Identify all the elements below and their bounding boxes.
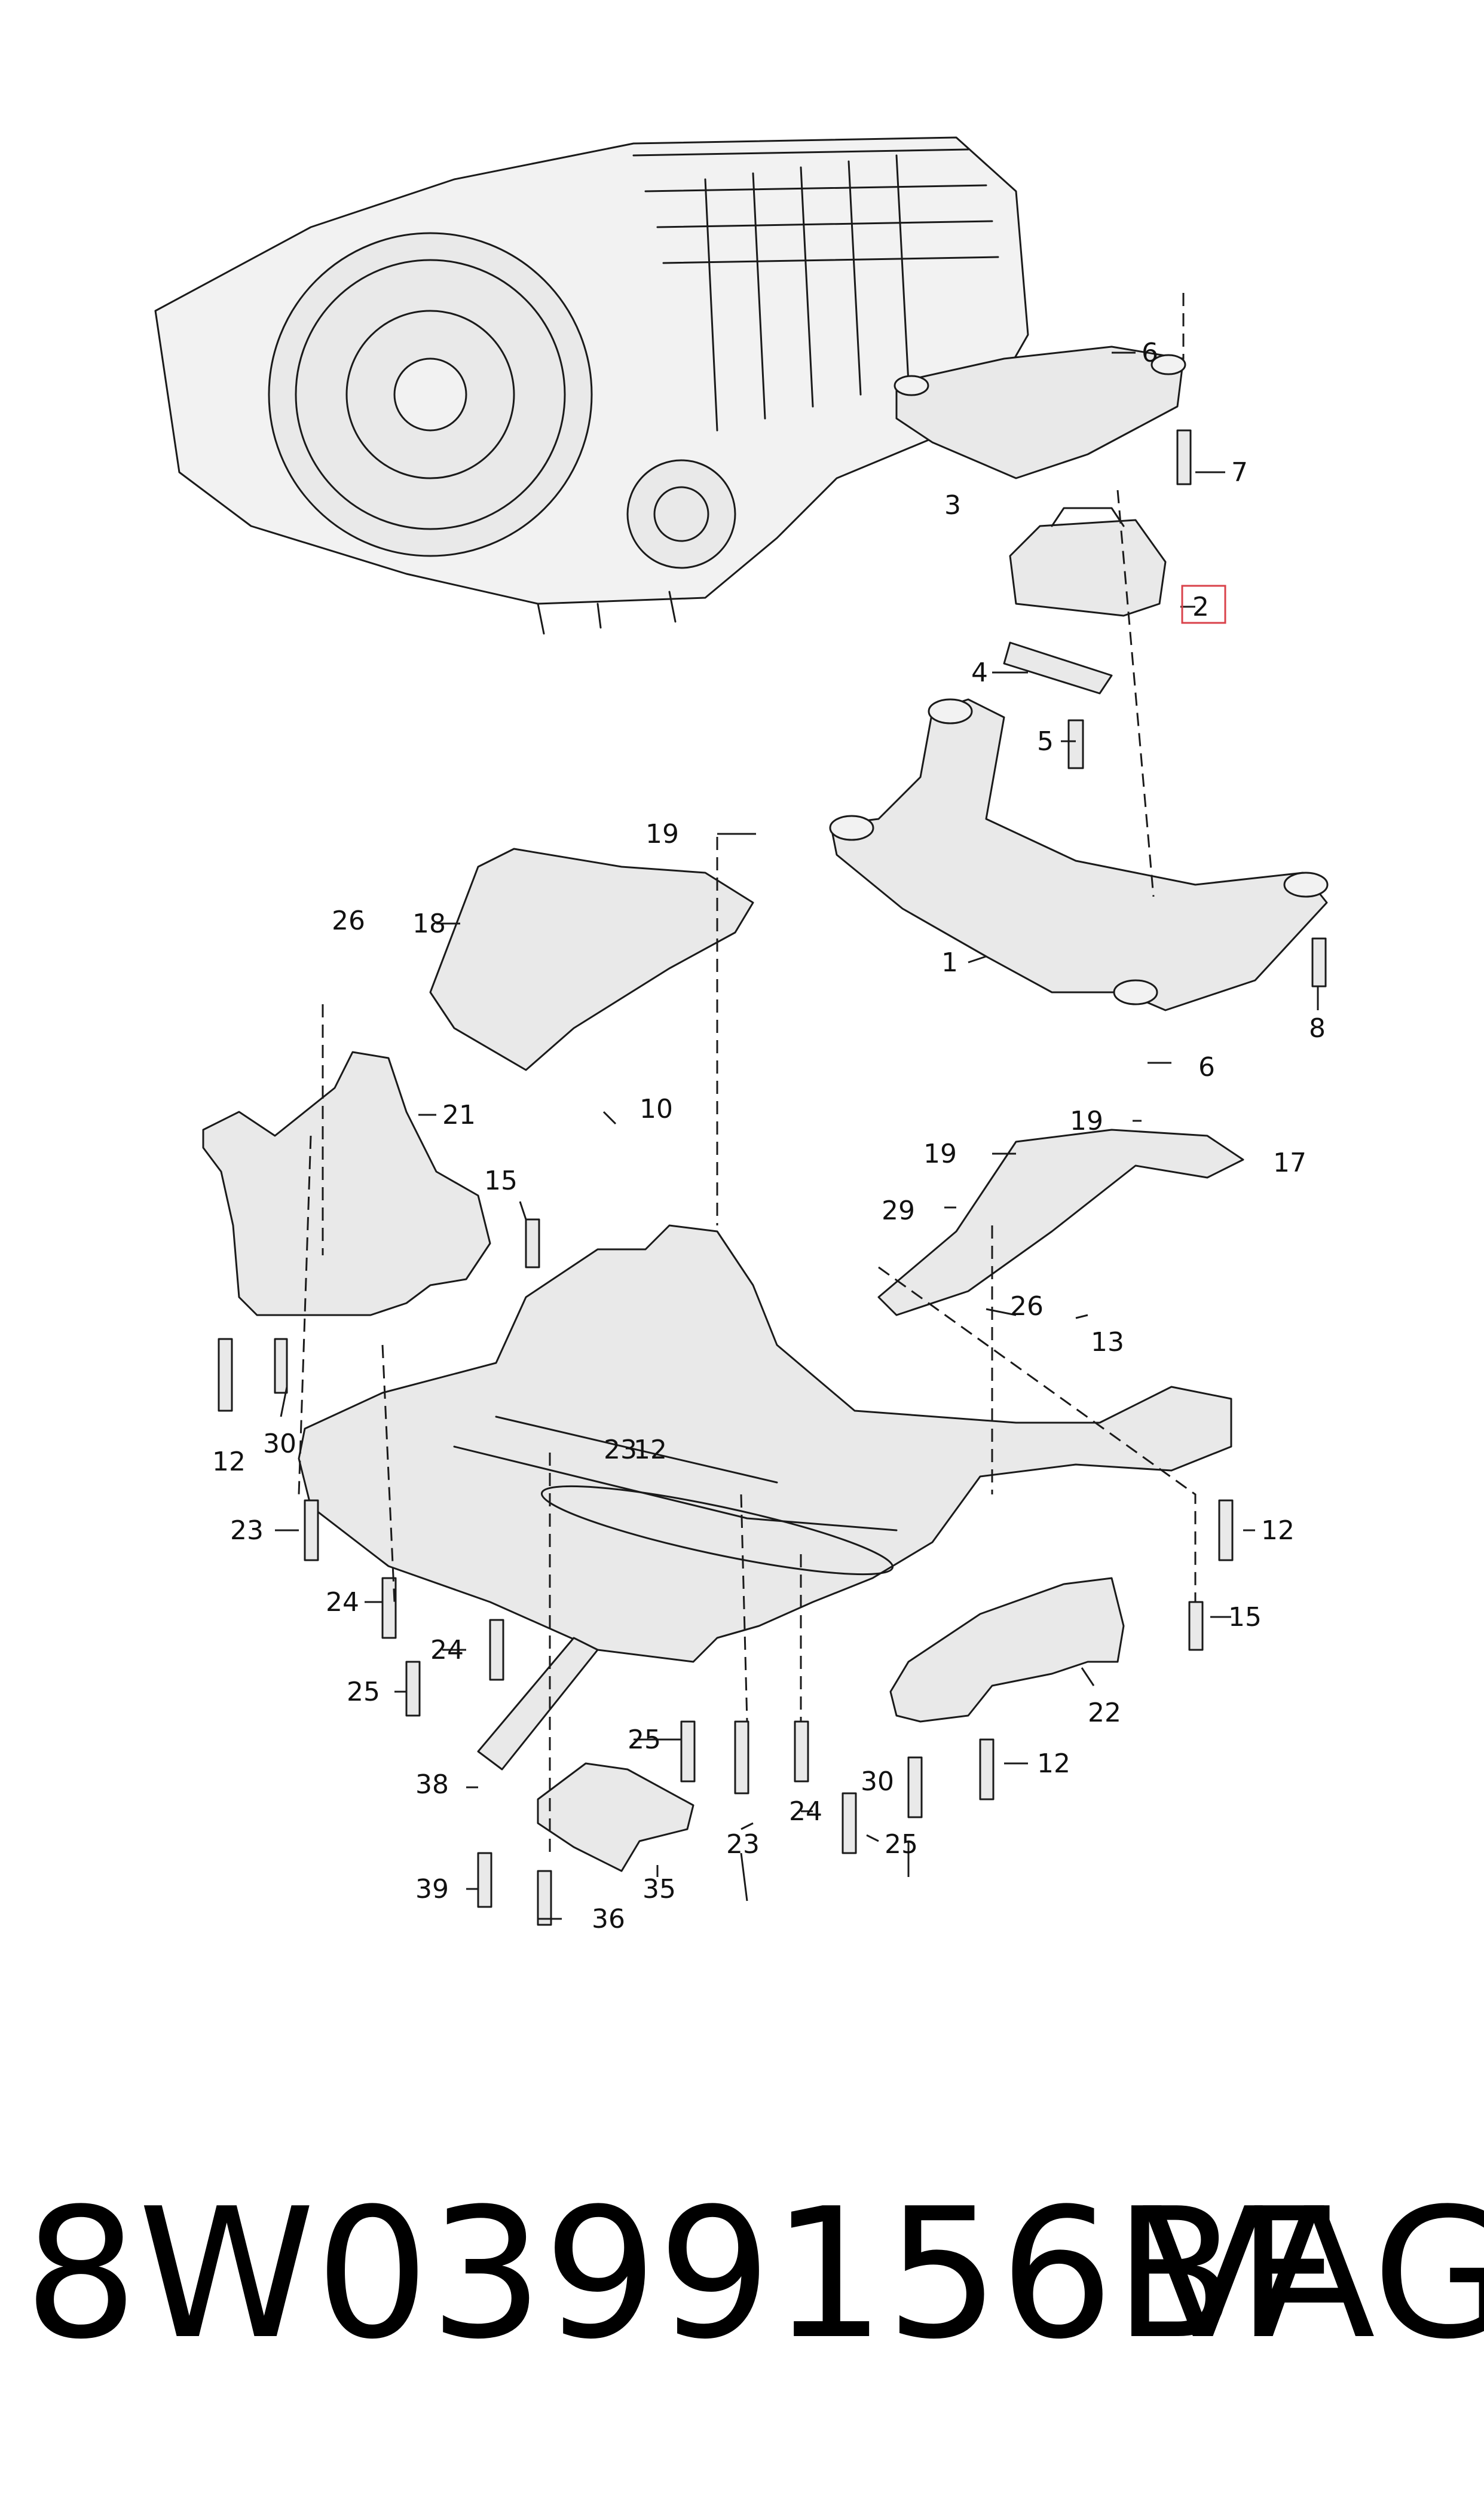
callout-5: 5 — [1037, 726, 1054, 757]
callout-12a: 12 — [212, 1447, 246, 1477]
part-21-bracket — [202, 1051, 491, 1316]
callout-3: 3 — [944, 490, 961, 521]
part-38-strut — [477, 1637, 599, 1771]
transmission-illustration — [154, 136, 1029, 635]
callout-21: 21 — [442, 1100, 476, 1130]
callout-6a: 6 — [1142, 338, 1158, 368]
callout-17: 17 — [1273, 1148, 1306, 1178]
callout-labels: 1 2 3 4 5 6 6 7 8 10 12 12 12 12 13 15 1… — [212, 338, 1326, 1934]
part-22-bracket — [889, 1577, 1125, 1723]
callout-26b: 26 — [1010, 1291, 1044, 1322]
part-1-subframe — [829, 698, 1329, 1011]
assembly-guide-lines — [298, 293, 1197, 1853]
callout-22: 22 — [1088, 1698, 1121, 1728]
part-4-plate — [1003, 641, 1113, 695]
callout-15a: 15 — [484, 1166, 518, 1196]
part-35-plate — [537, 1762, 694, 1872]
callout-19a: 19 — [645, 819, 679, 849]
callout-15b: 15 — [1228, 1602, 1262, 1633]
callout-7: 7 — [1231, 457, 1248, 488]
part-3-mount-bracket — [894, 346, 1186, 479]
callout-12d: 12 — [634, 1435, 667, 1465]
callout-25a: 25 — [347, 1677, 380, 1707]
callout-39: 39 — [415, 1874, 449, 1904]
part-17-heat-shield — [877, 1129, 1244, 1316]
callout-26a: 26 — [332, 906, 365, 936]
callout-18: 18 — [412, 909, 446, 939]
callout-13: 13 — [1091, 1327, 1124, 1358]
callout-19b: 19 — [923, 1139, 957, 1169]
part-5-bolt — [1067, 719, 1084, 769]
callout-12b: 12 — [1261, 1515, 1295, 1546]
callout-24a: 24 — [326, 1587, 359, 1618]
callout-36: 36 — [592, 1904, 625, 1934]
callout-30b: 30 — [861, 1766, 894, 1797]
part-number: 8W0399156BF — [24, 2170, 1340, 2379]
callout-19c: 19 — [1070, 1106, 1103, 1136]
callout-29: 29 — [882, 1196, 915, 1226]
callout-23b: 23 — [726, 1829, 760, 1860]
callout-25c: 25 — [885, 1829, 918, 1860]
callout-23a: 23 — [230, 1515, 264, 1546]
leader-lines — [275, 351, 1319, 1920]
part-2-engine-mount — [1009, 507, 1167, 617]
callout-2: 2 — [1192, 592, 1209, 622]
callout-24b: 24 — [430, 1635, 464, 1665]
highlight-box — [1181, 585, 1226, 624]
callout-4: 4 — [971, 658, 988, 688]
callout-24c: 24 — [789, 1796, 822, 1827]
callout-30a: 30 — [263, 1429, 296, 1459]
callout-38: 38 — [415, 1769, 449, 1800]
callout-25b: 25 — [628, 1725, 661, 1755]
callout-1: 1 — [941, 947, 958, 978]
brand-name: VAG — [1142, 2170, 1484, 2379]
bolts — [218, 429, 1327, 1926]
footer: 8W0399156BF VAG — [0, 2176, 1484, 2373]
callout-23c: 23 — [604, 1435, 637, 1465]
callout-8: 8 — [1309, 1013, 1326, 1044]
part-18-heat-shield — [429, 848, 754, 1071]
callout-35: 35 — [642, 1874, 676, 1904]
exploded-parts-diagram: 1 2 3 4 5 6 6 7 8 10 12 12 12 12 13 15 1… — [154, 136, 1329, 1934]
callout-12c: 12 — [1037, 1748, 1070, 1779]
callout-6b: 6 — [1198, 1052, 1215, 1083]
callout-10: 10 — [640, 1094, 673, 1124]
